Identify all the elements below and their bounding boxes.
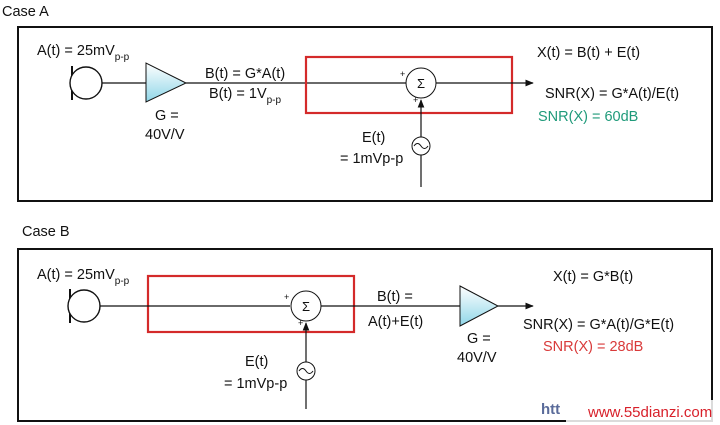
watermark-partial: htt [541,401,560,418]
case-a-snr-formula: SNR(X) = G*A(t)/E(t) [545,86,679,102]
case-a-frame [17,26,713,202]
case-b-signal-source [67,289,101,323]
case-a-source-label: A(t) = 25mVp-p [37,43,130,63]
case-b-gain-label-2: 40V/V [457,350,497,366]
case-a-section: Case A A(t) = 25mVp-p G = 40V/V B(t) = G… [2,4,713,202]
case-a-title: Case A [2,4,49,20]
case-a-gain-label-2: 40V/V [145,127,185,143]
case-b-noise-label-1: E(t) [245,354,268,370]
case-a-highlight-box [304,55,514,115]
case-b-noise-source [296,361,316,381]
case-b-output-label: X(t) = G*B(t) [553,269,633,285]
watermark: htt www.55dianzi.com [541,400,718,422]
case-b-source-label: A(t) = 25mVp-p [37,267,130,287]
watermark-site: www.55dianzi.com [587,404,712,421]
case-b-sum-symbol: Σ [302,299,310,314]
case-a-plus-left: + [400,69,405,79]
case-a-output-label: X(t) = B(t) + E(t) [537,45,640,61]
case-b-b-label-2: A(t)+E(t) [368,314,423,330]
case-b-plus-left: + [284,292,289,302]
case-a-noise-label-2: = 1mVp-p [340,151,403,167]
case-b-snr-formula: SNR(X) = G*A(t)/G*E(t) [523,317,674,333]
case-a-gain-label-1: G = [155,108,179,124]
case-a-snr-value: SNR(X) = 60dB [538,109,638,125]
case-a-b-label-1: B(t) = G*A(t) [205,66,285,82]
case-b-section: Case B A(t) = 25mVp-p Σ + + B(t) = A(t)+… [17,224,713,422]
case-b-gain-label-1: G = [467,331,491,347]
case-a-b-label-2: B(t) = 1Vp-p [209,86,282,106]
case-a-plus-bottom: + [413,95,418,105]
case-b-b-label-1: B(t) = [377,289,413,305]
case-b-amplifier [459,285,500,327]
case-b-snr-value: SNR(X) = 28dB [543,339,643,355]
case-b-noise-label-2: = 1mVp-p [224,376,287,392]
case-b-title: Case B [22,224,70,240]
case-b-highlight-box [146,274,356,334]
case-b-plus-bottom: + [298,318,303,328]
case-a-sum-symbol: Σ [417,76,425,91]
case-a-noise-label-1: E(t) [362,130,385,146]
case-b-frame [17,248,713,422]
case-a-noise-source [411,136,431,156]
case-a-amplifier [145,62,188,103]
case-a-signal-source [69,66,103,100]
watermark-band [566,400,718,422]
